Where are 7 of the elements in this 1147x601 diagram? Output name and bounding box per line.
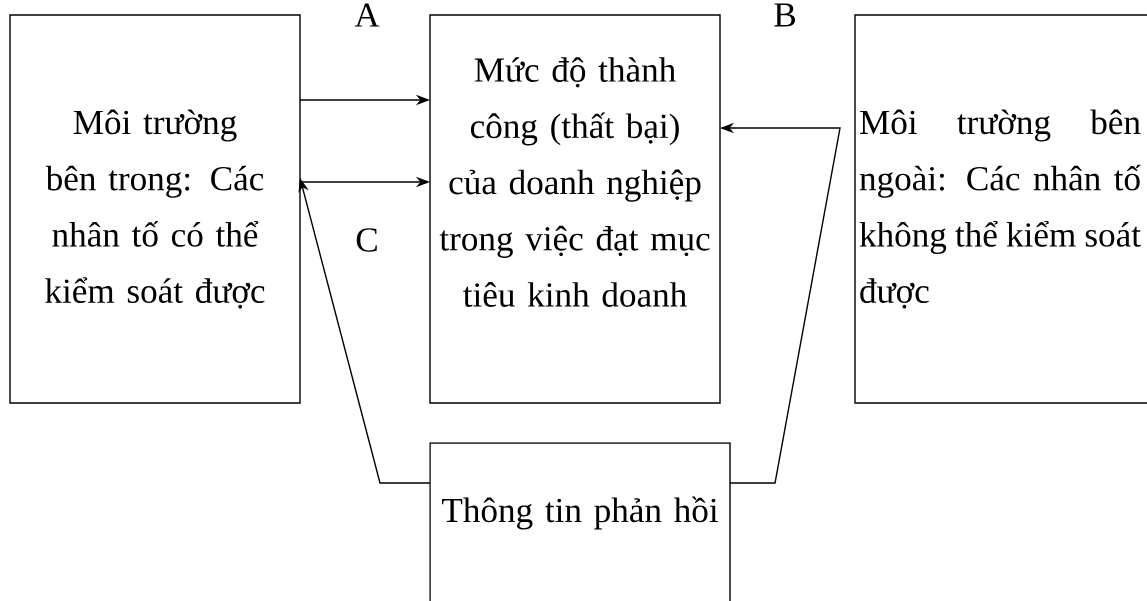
process-box: Môi trường bên trong: Các nhân tố có thể kiểm soát được (9, 14, 301, 404)
process-box: Thông tin phản hồi (429, 442, 731, 601)
process-box: Mức độ thành công (thất bại) của doanh nghiệp trong việc đạt mục tiêu kinh doanh (429, 14, 721, 404)
edge-label: C (352, 225, 382, 255)
edge-label: A (351, 1, 383, 29)
edge-label: B (770, 1, 800, 29)
process-box: Môi trường bên ngoài: Các nhân tố không thể kiểm soát được (854, 14, 1147, 404)
